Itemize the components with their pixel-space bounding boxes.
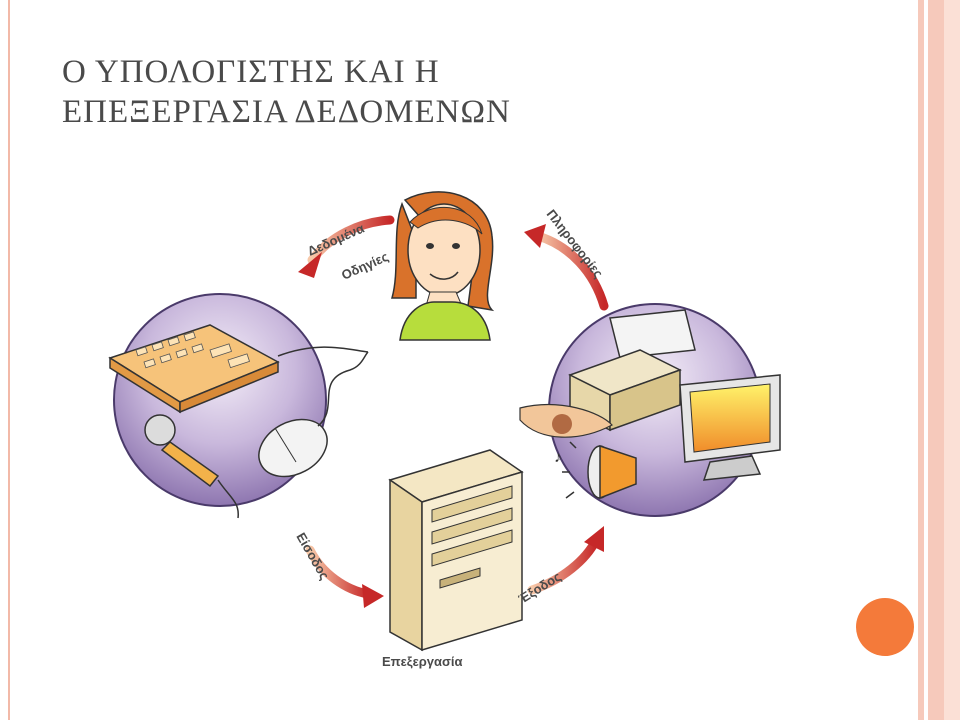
user-icon: [391, 191, 495, 341]
microphone-icon: [144, 414, 239, 519]
keyboard-icon: [108, 324, 369, 414]
input-devices-group: [108, 293, 369, 519]
arrow-user-to-input: [298, 215, 395, 278]
slide-title-line-2: ΕΠΕΞΕΡΓΑΣΙΑ ΔΕΔΟΜΕΝΩΝ: [62, 94, 511, 130]
arrow-processing-to-output: [527, 526, 604, 595]
label-input: Είσοδος: [293, 530, 332, 582]
monitor-icon: [679, 374, 781, 481]
slide-title: Ο ΥΠΟΛΟΓΙΣΤΗΣ ΚΑΙ Η ΕΠΕΞΕΡΓΑΣΙΑ ΔΕΔΟΜΕΝΩ…: [62, 52, 762, 132]
slide-accent-dot: [856, 598, 914, 656]
arrow-input-to-processing: [305, 545, 384, 608]
svg-text:♪: ♪: [554, 449, 562, 466]
slide-title-line-1: Ο ΥΠΟΛΟΓΙΣΤΗΣ ΚΑΙ Η: [62, 54, 440, 90]
mouse-icon: [258, 351, 369, 478]
label-processing: Επεξεργασία: [382, 654, 463, 669]
printer-icon: [519, 309, 696, 438]
arrow-output-to-user: [524, 224, 609, 311]
computer-tower-icon: [388, 449, 524, 652]
label-instructions: Οδηγίες: [339, 249, 391, 283]
slide-left-border: [0, 0, 10, 720]
data-processing-cycle-diagram: ♪ Δεδομένα Οδηγίες Πληροφορίες Είσοδος Έ…: [108, 191, 781, 669]
label-output: Έξοδος: [516, 569, 564, 607]
label-data: Δεδομένα: [305, 220, 366, 258]
output-devices-group: ♪: [519, 303, 781, 517]
slide-right-border: [916, 0, 960, 720]
speaker-icon: ♪: [554, 441, 637, 500]
